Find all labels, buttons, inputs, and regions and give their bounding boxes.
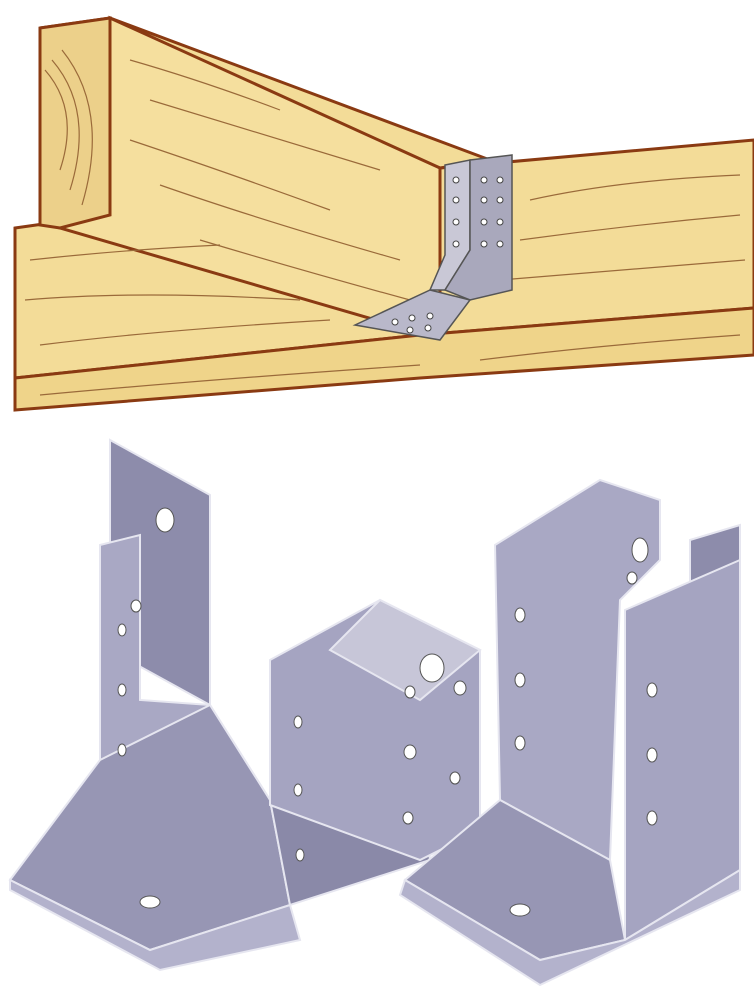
hanger-left xyxy=(8,438,482,972)
joist-end-face xyxy=(38,16,112,230)
wood-grain xyxy=(24,59,746,396)
installed-hanger xyxy=(352,154,513,341)
wood-scene xyxy=(13,15,754,412)
end-grain-rings xyxy=(44,49,93,206)
hanger-right xyxy=(398,478,741,987)
